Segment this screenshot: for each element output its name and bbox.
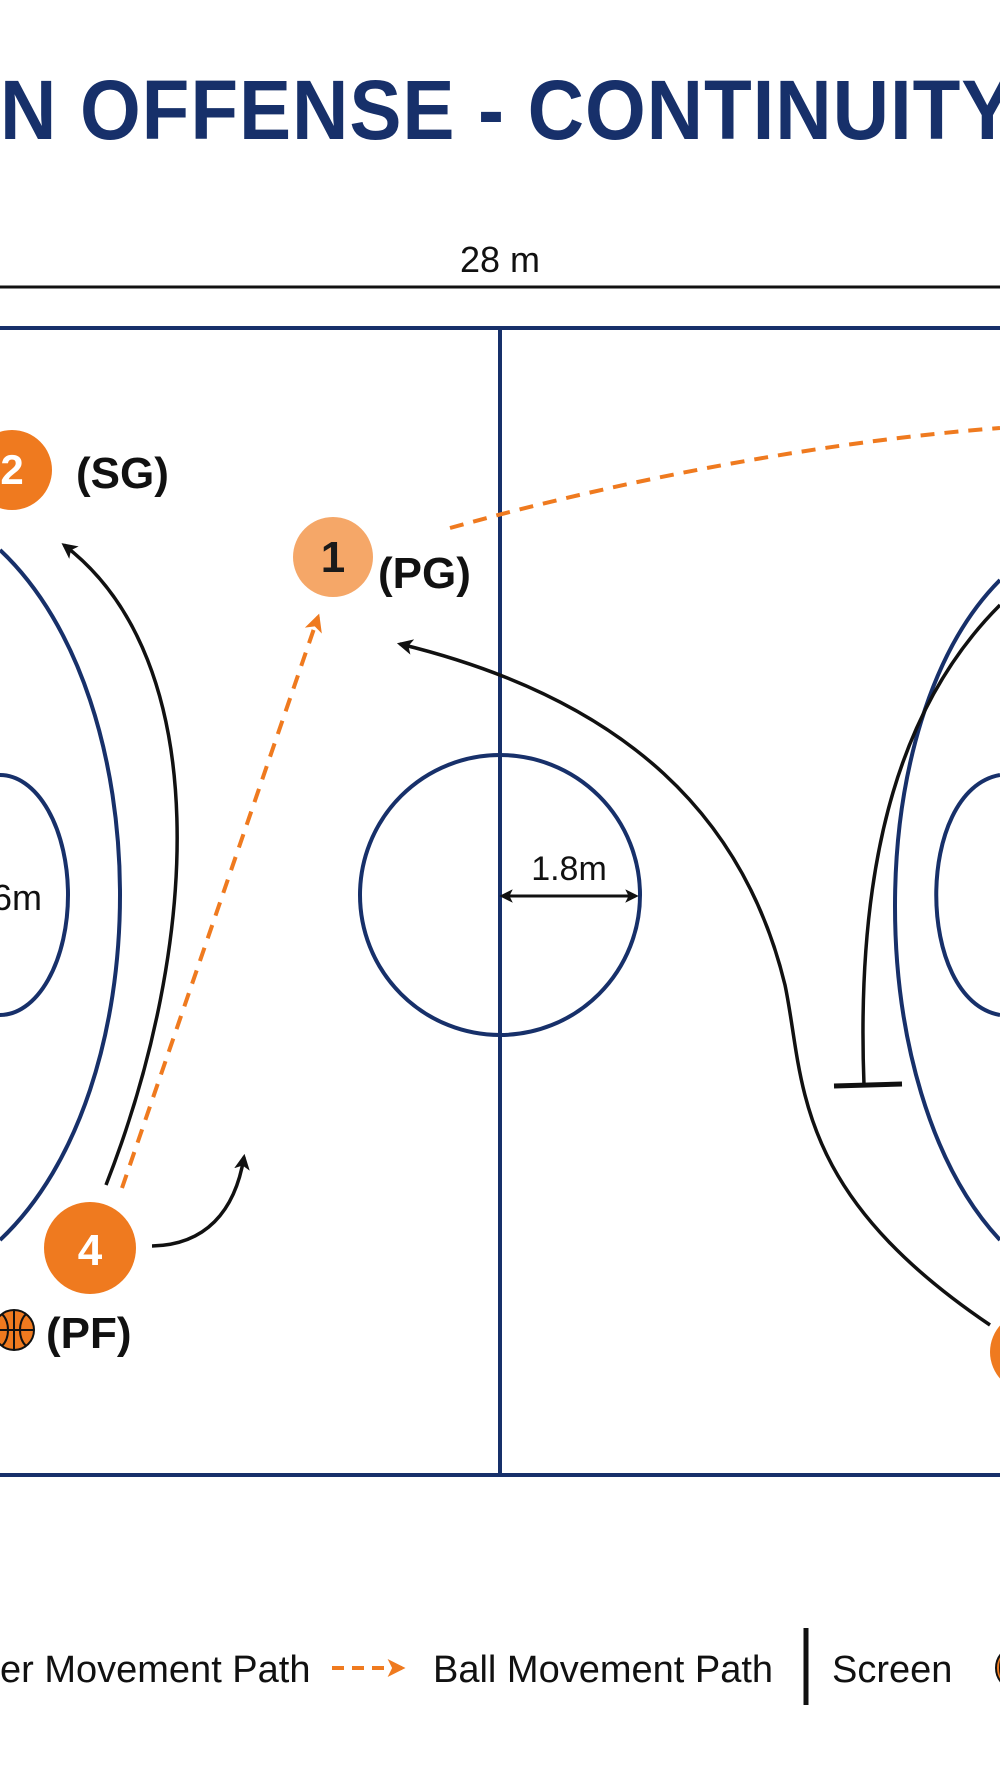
right-key-circle [934, 773, 1000, 1017]
player-1-position: (PG) [378, 549, 471, 598]
left-key-circle [0, 773, 70, 1017]
legend-player-movement-label: er Movement Path [0, 1649, 310, 1691]
center-circle [358, 753, 642, 1037]
legend-ball-movement-label: Ball Movement Path [433, 1649, 773, 1691]
player-right-partial-marker [990, 1325, 1000, 1379]
player-2-marker [0, 430, 52, 510]
player-2-position: (SG) [76, 449, 169, 498]
player-2-number: 2 [0, 446, 23, 493]
legend: er Movement Path Ball Movement Path Scre… [0, 1628, 1000, 1705]
ball-movement-paths [120, 426, 1000, 1189]
legend-screen-label: Screen [832, 1649, 952, 1691]
player-1-marker [293, 517, 373, 597]
player-1: 1 (PG) [293, 517, 471, 598]
court [0, 326, 1000, 1477]
basketball-icon [0, 1309, 35, 1351]
player-4-marker [44, 1202, 136, 1294]
right-three-point-arc [893, 578, 1000, 1242]
left-three-point-arc [0, 548, 122, 1242]
player-2: 2 (SG) [0, 430, 169, 510]
player-4-cut-path [61, 543, 179, 1186]
court-length-label: 28 m [460, 239, 540, 280]
legend-basketball-icon [995, 1653, 1000, 1683]
page-title: N OFFENSE - CONTINUITY [0, 63, 1000, 157]
player-4-pop-path [151, 1153, 250, 1248]
player-4: 4 (PF) [0, 1202, 136, 1358]
player-movement-paths [61, 543, 1000, 1327]
player-4-position: (PF) [46, 1309, 132, 1358]
pass-1-to-right [449, 426, 1000, 530]
player-4-number: 4 [78, 1226, 103, 1275]
screen-bar [833, 1081, 903, 1089]
long-curve-path [396, 639, 991, 1327]
player-1-number: 1 [321, 533, 345, 582]
partial-radius-label: 6m [0, 877, 42, 918]
pass-4-to-1 [120, 613, 322, 1189]
screen-path [861, 603, 1000, 1086]
center-radius-label: 1.8m [531, 850, 607, 888]
